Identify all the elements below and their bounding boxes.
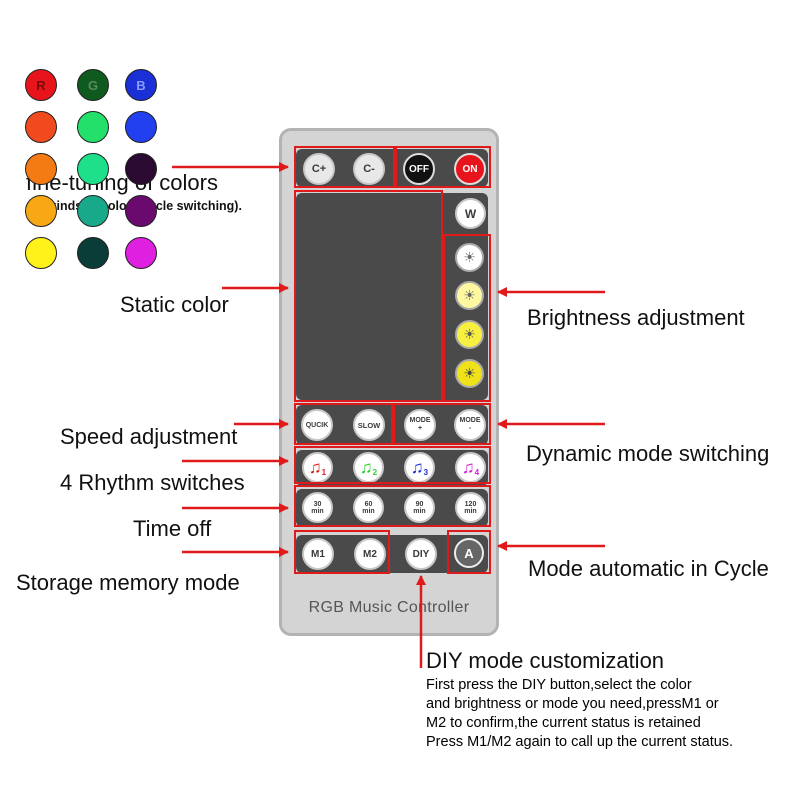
- timer-unit: min: [362, 507, 375, 515]
- color-button[interactable]: [125, 195, 157, 227]
- color-button[interactable]: B: [125, 69, 157, 101]
- diy-desc-line: First press the DIY button,select the co…: [426, 677, 692, 693]
- music-note-icon: ♫: [461, 457, 475, 477]
- music-note-icon: ♫: [410, 457, 424, 477]
- brightness-button[interactable]: ☀: [455, 320, 484, 349]
- label-dynamic: Dynamic mode switching: [526, 441, 770, 466]
- on-button[interactable]: ON: [454, 153, 486, 185]
- rgb-label: G: [87, 77, 99, 93]
- diy-desc-line: and brightness or mode you need,pressM1 …: [426, 696, 719, 712]
- off-button[interactable]: OFF: [403, 153, 435, 185]
- color-button[interactable]: [125, 153, 157, 185]
- remote-control: C+ C- OFF ON R G B W ☀ ☀ ☀ ☀ QUCIK SLOW MO…: [25, 69, 499, 636]
- diy-description: First press the DIY button,select the co…: [426, 676, 733, 752]
- bulb-icon: ☀: [463, 287, 476, 303]
- rhythm-button-1[interactable]: ♫1: [302, 452, 333, 483]
- mode-plus-button[interactable]: MODE+: [404, 409, 436, 441]
- timer-number: 120: [464, 500, 477, 508]
- color-button[interactable]: [125, 237, 157, 269]
- color-button[interactable]: [25, 195, 57, 227]
- diy-button[interactable]: DIY: [405, 538, 437, 570]
- label-auto-cycle: Mode automatic in Cycle: [528, 556, 769, 581]
- brightness-button[interactable]: ☀: [455, 243, 484, 272]
- music-note-icon: ♫: [308, 457, 322, 477]
- timer-unit: min: [464, 507, 477, 515]
- timer-number: 60: [364, 500, 373, 508]
- color-button[interactable]: [125, 111, 157, 143]
- bulb-icon: ☀: [463, 326, 476, 342]
- label-fine-tuning: fine-tuning of colors: [26, 170, 218, 195]
- diy-desc-line: Press M1/M2 again to call up the current…: [426, 734, 734, 750]
- label-speed: Speed adjustment: [60, 424, 238, 449]
- timer-unit: min: [311, 507, 324, 515]
- color-button[interactable]: [77, 153, 109, 185]
- timer-number: 90: [415, 500, 424, 508]
- timer-number: 30: [313, 500, 322, 508]
- color-button[interactable]: [25, 153, 57, 185]
- c-minus-button[interactable]: C-: [353, 153, 385, 185]
- label-time-off: Time off: [133, 516, 212, 541]
- color-button[interactable]: R: [25, 69, 57, 101]
- label-storage: Storage memory mode: [16, 570, 240, 595]
- brightness-button[interactable]: ☀: [455, 281, 484, 310]
- color-button[interactable]: [77, 195, 109, 227]
- rgb-label: R: [36, 77, 46, 93]
- color-button[interactable]: [25, 237, 57, 269]
- mode-minus-button[interactable]: MODE-: [454, 409, 486, 441]
- color-button[interactable]: [25, 111, 57, 143]
- label-brightness: Brightness adjustment: [527, 305, 745, 330]
- brand-label: RGB Music Controller: [308, 599, 470, 616]
- diy-desc-line: M2 to confirm,the current status is reta…: [426, 715, 701, 731]
- label-static-color: Static color: [120, 292, 229, 317]
- m1-button[interactable]: M1: [302, 538, 334, 570]
- color-button[interactable]: G: [77, 69, 109, 101]
- brightness-button[interactable]: ☀: [455, 359, 484, 388]
- label-diy-title: DIY mode customization: [426, 648, 665, 673]
- quick-button[interactable]: QUCIK: [301, 409, 333, 441]
- bulb-icon: ☀: [463, 365, 476, 381]
- color-button[interactable]: [77, 237, 109, 269]
- slow-button[interactable]: SLOW: [353, 409, 385, 441]
- label-rhythm: 4 Rhythm switches: [60, 470, 245, 495]
- m2-button[interactable]: M2: [354, 538, 386, 570]
- music-note-icon: ♫: [359, 457, 373, 477]
- white-button[interactable]: W: [455, 198, 486, 229]
- rhythm-button-4[interactable]: ♫4: [455, 452, 486, 483]
- auto-button[interactable]: A: [454, 538, 484, 568]
- rgb-label: B: [136, 77, 146, 93]
- color-button[interactable]: [77, 111, 109, 143]
- timer-unit: min: [413, 507, 426, 515]
- bulb-icon: ☀: [463, 249, 476, 265]
- c-plus-button[interactable]: C+: [303, 153, 335, 185]
